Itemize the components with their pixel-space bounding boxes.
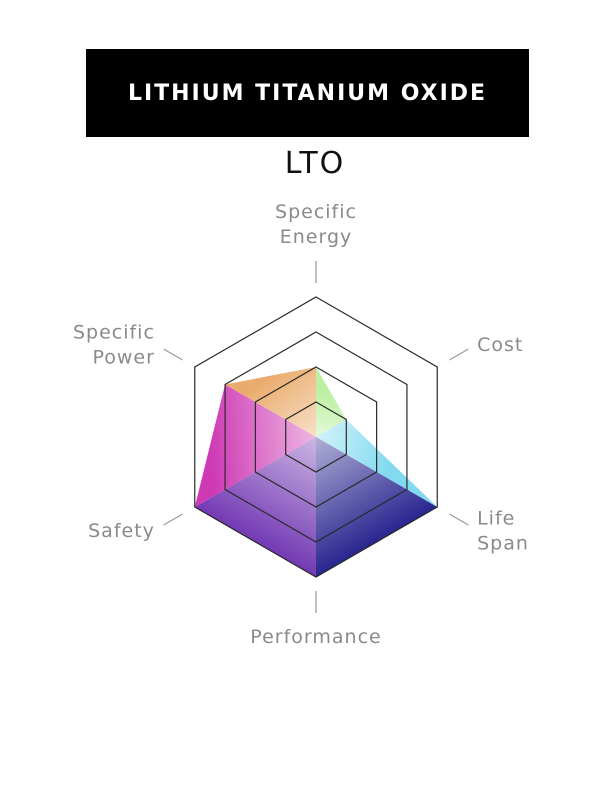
axis-label-line: Power — [92, 347, 154, 369]
radar-grid — [194, 296, 438, 578]
axis-label-line: Life — [477, 508, 515, 530]
axis-label-performance: Performance — [250, 626, 381, 648]
grid-ring-4 — [194, 296, 438, 578]
title-banner: LITHIUM TITANIUM OXIDE — [86, 49, 529, 137]
grid-ring-2 — [254, 366, 378, 508]
axis-label-line: Energy — [280, 226, 353, 248]
grid-ring-3 — [224, 331, 408, 543]
grid-ring-1 — [285, 401, 347, 473]
axis-label-line: Span — [477, 533, 529, 555]
tick-specific_power — [163, 348, 183, 361]
axis-ticks — [163, 261, 469, 613]
axis-label-line: Performance — [250, 626, 381, 648]
tick-safety — [163, 513, 183, 526]
axis-label-line: Specific — [275, 201, 357, 223]
chart-subtitle: LTO — [284, 146, 346, 181]
axis-label-line: Specific — [73, 322, 155, 344]
chart-title: LITHIUM TITANIUM OXIDE — [127, 80, 488, 106]
axis-label-cost: Cost — [477, 334, 523, 356]
sector-specific_energy — [316, 367, 347, 437]
axis-label-line: Safety — [88, 520, 155, 542]
sector-specific_power — [225, 367, 316, 437]
tick-life_span — [449, 513, 469, 526]
axis-label-line: Cost — [477, 334, 523, 356]
tick-cost — [449, 348, 469, 361]
axis-label-safety: Safety — [88, 520, 155, 542]
